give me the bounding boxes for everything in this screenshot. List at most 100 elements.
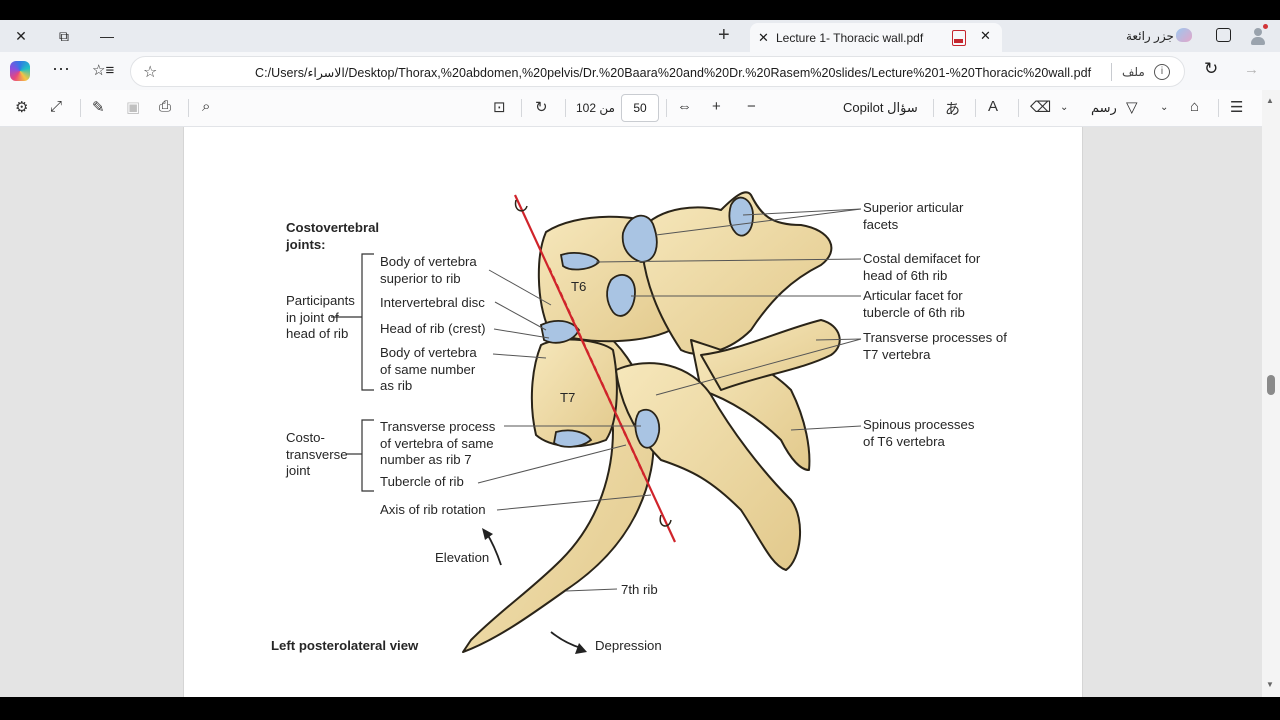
print-icon[interactable]: ⎙ bbox=[159, 98, 172, 115]
profile-name[interactable]: جزر رائعة bbox=[1126, 29, 1174, 43]
articular-facet-tubercle bbox=[606, 274, 636, 317]
favorites-icon[interactable]: ☆≡ bbox=[92, 62, 115, 79]
label-superior-facets: Superior articular facets bbox=[863, 200, 964, 232]
label-view: Left posterolateral view bbox=[271, 638, 419, 653]
copilot-icon[interactable] bbox=[10, 61, 30, 81]
close-window-icon[interactable]: ✕ bbox=[15, 27, 27, 44]
url-text[interactable]: C:/Users/الاسراء/Desktop/Thorax,%20abdom… bbox=[255, 66, 1092, 80]
fullscreen-icon[interactable]: ⤢ bbox=[50, 98, 63, 115]
toolbar-divider bbox=[1018, 99, 1019, 117]
workspaces-icon[interactable] bbox=[1216, 28, 1231, 42]
vertical-scrollbar[interactable]: ▲ ▼ bbox=[1262, 90, 1280, 697]
superior-facet-left bbox=[621, 214, 658, 263]
fit-width-icon[interactable]: ⇔ bbox=[677, 98, 692, 115]
toolbar-divider bbox=[80, 99, 81, 117]
toolbar-divider bbox=[521, 99, 522, 117]
restore-window-icon[interactable]: ⧉ bbox=[59, 27, 69, 44]
edit-document-icon[interactable]: ✎ bbox=[92, 99, 105, 116]
read-aloud-icon[interactable]: A bbox=[988, 98, 999, 115]
toolbar-divider bbox=[666, 99, 667, 117]
more-menu-icon[interactable]: ··· bbox=[52, 58, 70, 78]
label-costotransverse: Costo- transverse joint bbox=[286, 430, 348, 479]
refresh-icon[interactable]: ↻ bbox=[1204, 59, 1219, 78]
page-view-icon[interactable]: ⊡ bbox=[493, 99, 506, 116]
save-icon: ▣ bbox=[126, 99, 141, 116]
label-t7: T7 bbox=[560, 390, 576, 405]
depression-arrow bbox=[550, 631, 582, 649]
toolbar-divider bbox=[933, 99, 934, 117]
pdf-viewer[interactable]: Costovertebral joints: Participants in j… bbox=[0, 127, 1262, 697]
address-bar[interactable]: ☆ C:/Users/الاسراء/Desktop/Thorax,%20abd… bbox=[130, 56, 1185, 87]
rotate-icon[interactable]: ↻ bbox=[535, 99, 548, 116]
transverse-facet-t7 bbox=[634, 408, 661, 449]
superior-facet-right bbox=[728, 196, 754, 237]
figure-title: Costovertebral joints: bbox=[286, 220, 380, 252]
label-costal-demifacet: Costal demifacet for head of 6th rib bbox=[863, 251, 981, 283]
ask-copilot-button[interactable]: Copilot سؤال bbox=[843, 100, 918, 115]
bracket-costotransverse bbox=[361, 419, 374, 492]
scroll-down-icon[interactable]: ▼ bbox=[1266, 680, 1274, 689]
label-articular-facet: Articular facet for tubercle of 6th rib bbox=[863, 288, 965, 320]
toolbar-divider bbox=[975, 99, 976, 117]
axis-dashed-segment bbox=[547, 267, 646, 476]
t6-lamina bbox=[640, 191, 833, 355]
page-total: من 102 bbox=[576, 101, 615, 115]
toolbar-divider bbox=[1218, 99, 1219, 117]
seventh-rib bbox=[462, 329, 655, 653]
profile-avatar-icon[interactable] bbox=[1248, 24, 1268, 46]
scroll-up-icon[interactable]: ▲ bbox=[1266, 96, 1274, 105]
rotation-arrow-top bbox=[514, 199, 528, 212]
pen-icon[interactable]: ▽ bbox=[1126, 99, 1138, 116]
label-head-of-rib: Head of rib (crest) bbox=[380, 321, 486, 336]
close-icon[interactable]: ✕ bbox=[980, 28, 991, 43]
eraser-icon[interactable]: ⌫ bbox=[1030, 99, 1052, 116]
contents-list-icon[interactable]: ☰ bbox=[1230, 99, 1244, 116]
chevron-down-icon[interactable]: ⌄ bbox=[1060, 102, 1069, 113]
label-tubercle: Tubercle of rib bbox=[380, 474, 464, 489]
tab-pdf[interactable]: ✕ Lecture 1- Thoracic wall.pdf bbox=[750, 23, 1002, 52]
zoom-out-icon[interactable]: − bbox=[747, 98, 756, 115]
label-transverse-processes: Transverse processes of T7 vertebra bbox=[863, 330, 1007, 362]
zoom-in-icon[interactable]: + bbox=[712, 98, 721, 115]
toolbar-divider bbox=[565, 99, 566, 117]
t7-transverse-process bbox=[700, 319, 841, 391]
costovertebral-illustration bbox=[331, 191, 862, 654]
chevron-down-icon[interactable]: ⌄ bbox=[1160, 102, 1169, 113]
toolbar-divider bbox=[188, 99, 189, 117]
bracket-head-joint bbox=[361, 253, 374, 391]
draw-button[interactable]: رسم bbox=[1091, 100, 1117, 115]
t7-vertebral-body bbox=[530, 338, 618, 448]
screen-bottom-border bbox=[0, 697, 1280, 720]
label-spinous-processes: Spinous processes of T6 vertebra bbox=[863, 417, 975, 449]
t7-lamina bbox=[615, 362, 802, 571]
pdf-toolbar: ⚙ ⤢ ✎ ▣ ⎙ ⌕ ⊡ ↻ من 102 50 ⇔ + − Copilot … bbox=[0, 90, 1280, 127]
label-depression: Depression bbox=[595, 638, 662, 653]
pdf-page: Costovertebral joints: Participants in j… bbox=[183, 127, 1083, 697]
label-t6: T6 bbox=[571, 279, 587, 294]
profile-bird-icon[interactable] bbox=[1176, 28, 1192, 42]
settings-gear-icon[interactable]: ⚙ bbox=[15, 99, 29, 116]
label-transverse-process: Transverse process of vertebra of same n… bbox=[380, 419, 496, 468]
tab-close-icon[interactable]: ✕ bbox=[758, 30, 769, 45]
minimize-window-icon[interactable]: — bbox=[100, 28, 114, 44]
forward-icon: → bbox=[1244, 61, 1259, 78]
translate-icon[interactable]: あ bbox=[945, 101, 961, 118]
search-icon[interactable]: ⌕ bbox=[202, 98, 211, 115]
info-icon[interactable]: i bbox=[1154, 64, 1170, 80]
label-elevation: Elevation bbox=[435, 550, 490, 565]
new-tab-button[interactable]: + bbox=[718, 24, 730, 46]
scroll-thumb[interactable] bbox=[1267, 375, 1275, 395]
add-favorite-icon[interactable]: ☆ bbox=[143, 64, 158, 81]
label-body-superior: Body of vertebra superior to rib bbox=[380, 254, 477, 286]
tab-title: Lecture 1- Thoracic wall.pdf bbox=[776, 31, 924, 45]
pdf-file-icon bbox=[952, 30, 966, 46]
highlight-icon[interactable]: ⌂ bbox=[1190, 98, 1200, 115]
intervertebral-disc bbox=[539, 319, 581, 344]
page-number-input[interactable]: 50 bbox=[621, 94, 659, 122]
label-participants: Participants in joint of head of rib bbox=[286, 293, 355, 342]
screen-top-border bbox=[0, 0, 1280, 20]
file-scheme-label: ملف bbox=[1122, 65, 1145, 79]
label-axis-of-rotation: Axis of rib rotation bbox=[380, 502, 486, 517]
address-toolbar: ··· ☆≡ ☆ C:/Users/الاسراء/Desktop/Thorax… bbox=[0, 52, 1280, 90]
label-seventh-rib: 7th rib bbox=[621, 582, 658, 597]
